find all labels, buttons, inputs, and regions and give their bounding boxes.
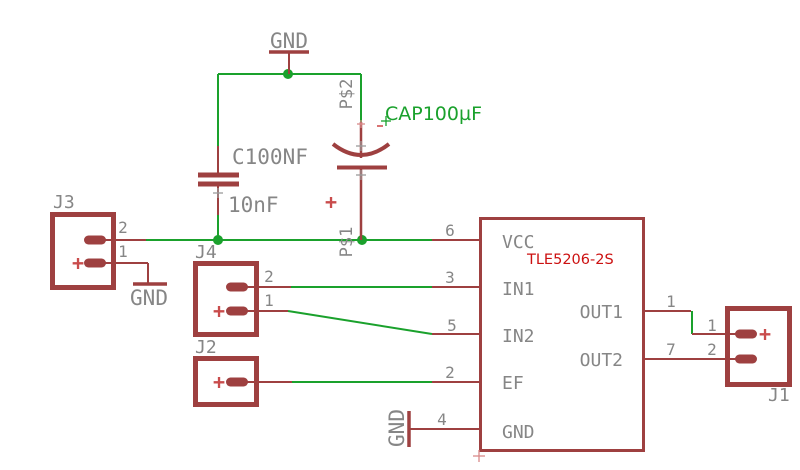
j4-ref-label: J4 [195,242,217,263]
j4-plus-mark: + [213,299,225,323]
cpol-value-label: CAP100µF [385,103,482,125]
j4-pin1-pad [226,306,248,316]
ic-pin-name: IN2 [502,326,535,347]
cap-plate-top [198,172,239,178]
j1-pin1-number: 1 [707,316,717,335]
j1-plus-mark: + [759,322,771,346]
ic-body[interactable] [479,217,645,452]
j2-pin-pad [226,377,248,387]
j1-pin2-pad [735,354,757,364]
connector-j3[interactable]: + 2 1 J3 [50,192,149,290]
capacitor-cap100uf[interactable]: + P$2 P$1 CAP100µF [325,79,482,258]
origin-cross-icon [213,188,223,198]
ic-pin-name: EF [502,373,524,394]
j4-body[interactable] [193,261,259,337]
j3-plus-mark: + [72,251,84,275]
gnd-j3-label: GND [130,286,168,310]
origin-cross-icon [356,141,366,180]
j4-pin2-number: 2 [264,267,274,286]
ic-tle5206[interactable]: 6 3 5 2 4 1 7 VCC IN1 IN2 EF GND OUT1 OU… [409,217,737,463]
connector-j4[interactable]: + 2 1 J4 [193,242,291,337]
ic-pin-name: IN1 [502,279,535,300]
cpol-curved-plate [331,142,391,157]
ic-value-label: TLE5206-2S [526,252,614,268]
gnd-top-label: GND [270,29,308,53]
j1-pin2-number: 2 [707,340,717,359]
ic-pin-name: GND [502,422,535,443]
j1-body[interactable] [725,306,792,387]
j4-pin1-number: 1 [264,291,274,310]
j3-pin2-pad [84,235,106,245]
connector-j2[interactable]: + J2 [193,337,292,407]
cpol-pin1-label: P$1 [337,227,357,258]
gnd-symbol-ic[interactable]: GND [385,409,411,447]
cap-value-label: 10nF [228,193,279,217]
j1-ref-label: J1 [768,385,790,406]
cpol-plus-mark: + [325,190,337,214]
cpol-pin2-label: P$2 [337,79,357,110]
j3-body[interactable] [50,212,116,290]
gnd-symbol-j3[interactable]: GND [130,282,168,310]
label-origin-cross-icon [381,116,391,126]
ic-origin-cross-icon [473,450,485,462]
capacitor-c100nf[interactable]: C100NF 10nF [198,145,308,217]
cap-name-label: C100NF [232,145,308,169]
cap-plate-bottom [198,181,239,187]
ic-pin-number: 7 [666,340,676,359]
gnd-symbol-top[interactable]: GND [269,29,309,74]
j3-ref-label: J3 [53,192,75,213]
wire-in2-diagonal[interactable] [287,310,433,335]
junction-dot-cap [213,235,223,245]
ic-pin-name: OUT1 [580,302,623,323]
ic-pin-number: 1 [666,292,676,311]
pin-origin-cross-icon [357,120,365,128]
ic-pin-number: 4 [437,410,447,429]
connector-j1[interactable]: + 1 2 J1 [692,306,792,407]
ic-pin-number: 2 [445,363,455,382]
ic-pin-name: OUT2 [580,350,623,371]
ic-pin-number: 3 [445,268,455,287]
ic-pin-number: 5 [447,316,457,335]
j2-ref-label: J2 [195,337,217,358]
ic-pin-name: VCC [502,232,535,253]
j3-pin1-pad [84,258,106,268]
j3-pin1-number: 1 [118,242,128,261]
j2-plus-mark: + [213,370,225,394]
ic-pin-number: 6 [445,221,455,240]
j3-pin2-number: 2 [118,218,128,237]
j1-pin1-pad [735,329,757,339]
gnd-ic-label: GND [385,409,409,447]
j4-pin2-pad [226,282,248,292]
